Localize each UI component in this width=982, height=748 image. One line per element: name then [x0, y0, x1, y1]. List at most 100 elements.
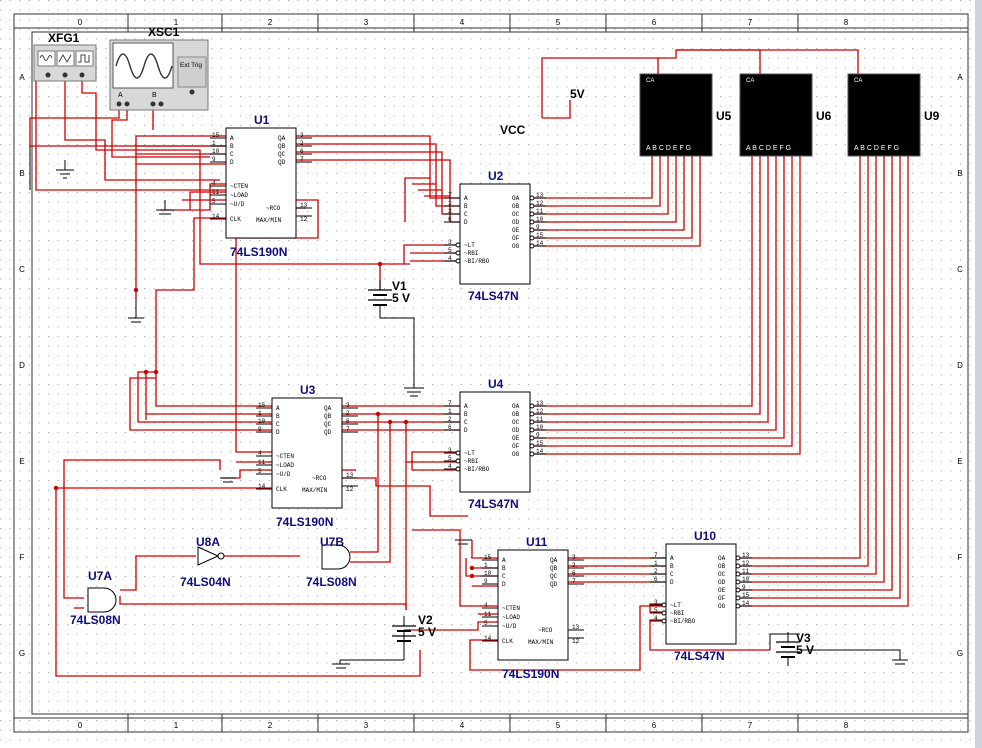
wire[interactable] [412, 529, 498, 607]
wire[interactable] [740, 155, 901, 599]
wire[interactable] [155, 217, 226, 372]
display-body[interactable] [847, 73, 921, 157]
wire[interactable] [530, 155, 701, 247]
scope-ch-a-ground[interactable] [124, 101, 130, 107]
seven-seg-display-u5[interactable]: CAA B C D E F GU5 [639, 73, 732, 157]
wire[interactable] [530, 155, 793, 447]
wire[interactable] [530, 155, 685, 231]
wire[interactable] [129, 377, 272, 431]
wire[interactable] [404, 621, 498, 631]
wire-black[interactable] [800, 649, 901, 660]
wire[interactable] [740, 155, 885, 583]
display-body[interactable] [739, 73, 813, 157]
input-pin-label: A [276, 405, 280, 412]
scope-ch-b-terminal[interactable] [150, 101, 156, 107]
decoder-body[interactable] [459, 391, 531, 493]
vcc-source[interactable]: 5V VCC [500, 87, 585, 137]
wire[interactable] [530, 155, 769, 423]
wire[interactable] [530, 155, 777, 431]
wire[interactable] [119, 596, 407, 610]
wire[interactable] [63, 459, 221, 599]
scope-ch-b-ground[interactable] [158, 101, 164, 107]
wire[interactable] [649, 619, 770, 651]
control-pin-number: 3 [448, 447, 452, 454]
xfg1-terminal-com[interactable] [62, 72, 68, 78]
wire[interactable] [342, 477, 468, 517]
function-generator-xfg1[interactable]: XFG1 [33, 31, 97, 82]
counter-body[interactable] [271, 397, 343, 509]
gate-part: 74LS08N [306, 575, 357, 589]
wire[interactable] [740, 155, 869, 567]
scope-trigger-terminal[interactable] [189, 89, 195, 95]
wire[interactable] [350, 422, 391, 563]
wire[interactable] [530, 155, 677, 223]
decoder-body[interactable] [459, 183, 531, 285]
oscilloscope-xsc1[interactable]: Ext Trig A B XSC1 [109, 25, 209, 111]
wire[interactable] [530, 155, 785, 439]
wire[interactable] [469, 605, 666, 671]
wire-black[interactable] [769, 633, 800, 650]
wire[interactable] [530, 155, 693, 239]
wire[interactable] [160, 183, 226, 211]
wire[interactable] [530, 155, 801, 455]
wire[interactable] [120, 555, 196, 591]
wire[interactable] [530, 155, 669, 215]
xfg1-terminal-plus[interactable] [45, 72, 51, 78]
wire[interactable] [530, 155, 761, 415]
control-pin-label: ~LT [464, 450, 475, 457]
wire[interactable] [649, 603, 666, 613]
and-gate-body[interactable] [87, 587, 117, 613]
xfg1-terminal-minus[interactable] [79, 72, 85, 78]
wire[interactable] [541, 57, 659, 118]
wire[interactable] [471, 540, 498, 559]
output-pin-label: QA [278, 135, 286, 142]
wire[interactable] [411, 451, 460, 470]
wire[interactable] [740, 155, 861, 559]
output-pin-label: OB [718, 563, 726, 570]
output-pin-label: QD [550, 581, 558, 588]
wire[interactable] [403, 244, 460, 264]
wire[interactable] [350, 414, 379, 553]
inverter-body[interactable] [197, 546, 220, 566]
wire[interactable] [530, 155, 653, 199]
dc-supply-v3[interactable]: V35 V [776, 631, 814, 666]
wire[interactable] [530, 155, 661, 207]
counter-body[interactable] [497, 549, 569, 661]
counter-body[interactable] [225, 127, 297, 239]
scope-ch-a-terminal[interactable] [116, 101, 122, 107]
wire[interactable] [135, 135, 226, 300]
wire[interactable] [111, 104, 210, 158]
wire[interactable] [55, 487, 421, 677]
wire[interactable] [740, 155, 893, 591]
control-pin-label: ~U/D [230, 201, 245, 208]
decoder-body[interactable] [665, 543, 737, 645]
seven-seg-display-u9[interactable]: CAA B C D E F GU9 [847, 73, 940, 157]
and-gate-body[interactable] [321, 544, 351, 570]
wire[interactable] [676, 49, 761, 74]
dc-supply-v2[interactable]: V25 V [392, 613, 436, 650]
wire[interactable] [542, 100, 571, 119]
wire[interactable] [189, 191, 226, 210]
wire[interactable] [404, 177, 430, 222]
wire[interactable] [740, 155, 909, 607]
display-body[interactable] [639, 73, 713, 157]
seven-seg-display-u6[interactable]: CAA B C D E F GU6 [739, 73, 832, 157]
wire[interactable] [29, 104, 226, 147]
dc-supply-v1[interactable]: V15 V [368, 279, 410, 314]
wire[interactable] [137, 371, 272, 423]
inversion-bubble [529, 243, 535, 249]
row-label-left: G [19, 649, 25, 658]
wire[interactable] [530, 155, 753, 407]
wire[interactable] [740, 155, 877, 575]
wire[interactable] [81, 75, 410, 265]
